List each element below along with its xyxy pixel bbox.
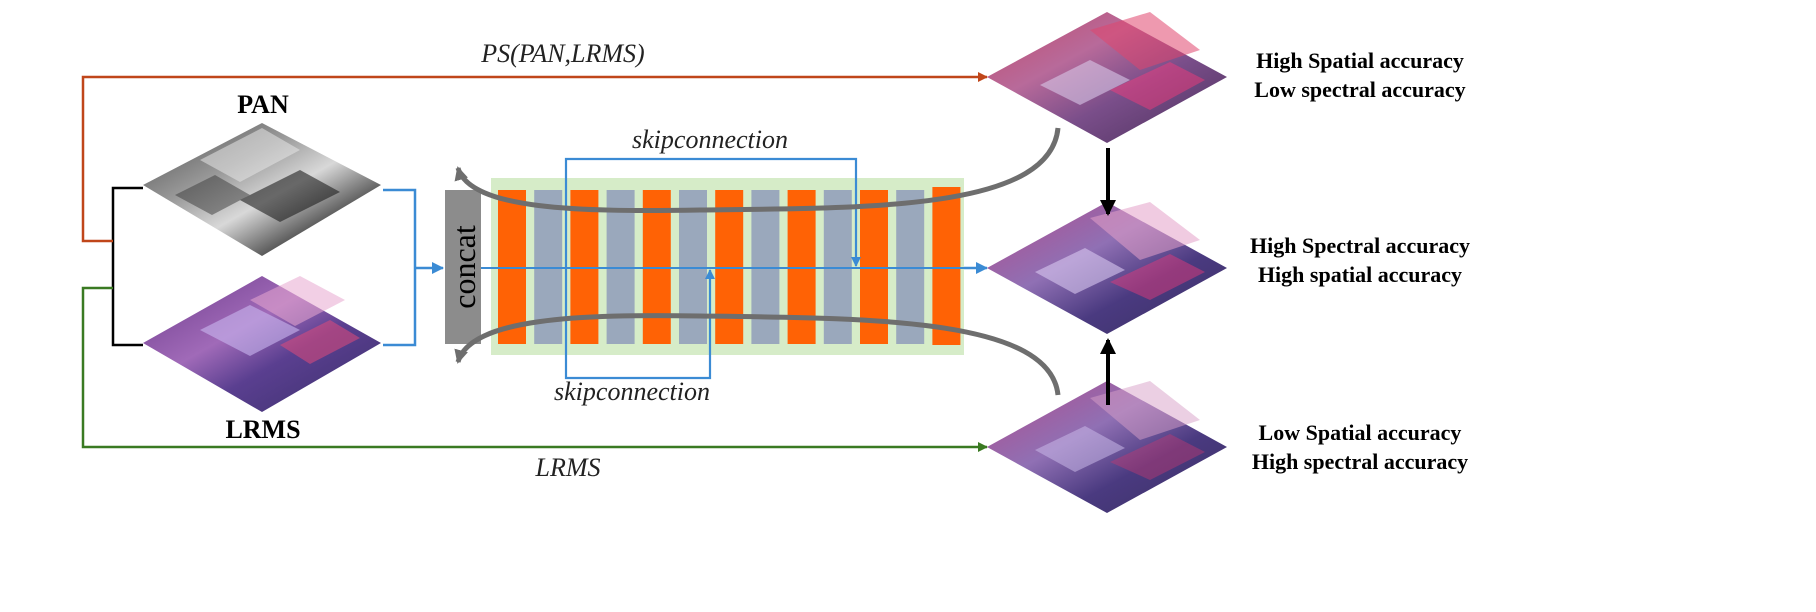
bottom-output-line2: High spectral accuracy	[1252, 449, 1468, 474]
ps-label: PS(PAN,LRMS)	[480, 39, 644, 68]
feedback-curve-bottom	[454, 313, 1061, 396]
lrms-input-label: LRMS	[225, 415, 300, 444]
ps-arrow	[81, 72, 988, 243]
pan-image	[143, 123, 381, 256]
skip-connection-bottom	[564, 268, 715, 380]
bottom-output-line1: Low Spatial accuracy	[1259, 420, 1462, 445]
fused-output-image	[987, 202, 1227, 334]
lrms-arrow	[81, 286, 988, 452]
concat-label: concat	[446, 225, 482, 309]
concat-block	[445, 190, 481, 344]
skip-connection-top	[564, 157, 861, 268]
middle-output-line1: High Spectral accuracy	[1250, 233, 1470, 258]
pan-label: PAN	[237, 90, 289, 119]
feedback-curve-top	[454, 127, 1061, 213]
skip-connection-bottom-label: skipconnection	[554, 377, 710, 406]
top-output-line2: Low spectral accuracy	[1254, 77, 1465, 102]
lrms-edge-label: LRMS	[535, 453, 601, 482]
ps-output-image	[987, 12, 1227, 143]
pan-to-concat-line	[383, 188, 417, 347]
top-output-line1: High Spatial accuracy	[1256, 48, 1464, 73]
lrms-output-image	[987, 381, 1227, 513]
middle-output-line2: High spatial accuracy	[1258, 262, 1462, 287]
conv-layer	[932, 187, 961, 345]
skip-connection-top-label: skipconnection	[632, 125, 788, 154]
lrms-image	[143, 276, 381, 412]
input-join-bracket	[111, 186, 143, 347]
